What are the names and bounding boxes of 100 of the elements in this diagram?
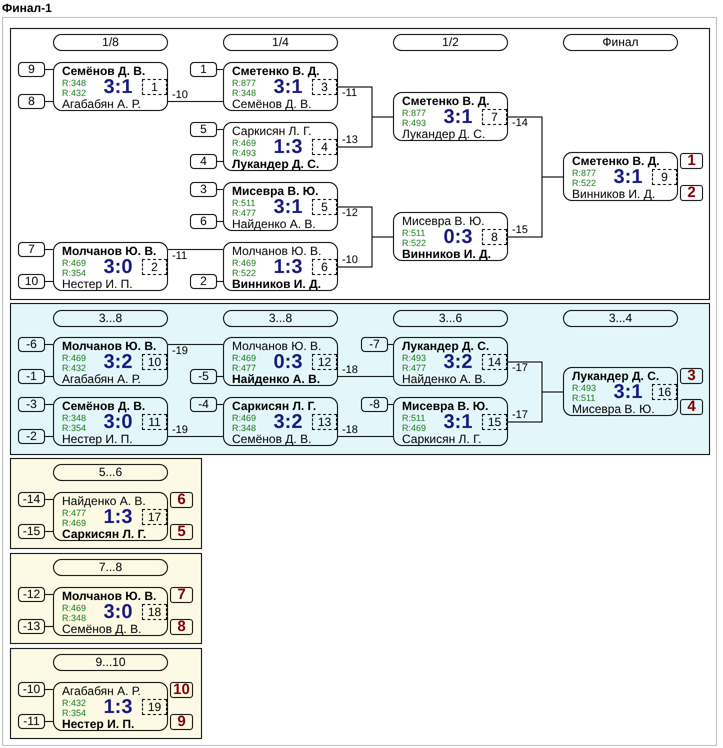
match-score: 3:1 [614,381,642,404]
match-card [223,397,338,446]
match-score: 3:0 [102,256,134,279]
match-score: 0:3 [444,226,474,249]
match-number-box: 13 [312,414,337,430]
player-name: Семёнов Д. В. [62,399,146,413]
bracket-line [44,344,54,345]
match-number-box: 18 [142,604,167,620]
round-header: 7...8 [53,559,168,576]
bracket-line [44,376,54,377]
player-name: Молчанов Ю. В. [62,589,156,603]
match-number-box: 19 [142,699,167,715]
player-name: Лукандер Д. С. [232,157,320,171]
bracket-line [216,376,224,377]
bracket-line [44,689,54,690]
seed-box: -8 [361,397,388,412]
match-number-box: 17 [142,509,167,525]
place-box: 2 [680,185,703,201]
bracket-line [44,101,54,102]
round-header: 3...8 [53,310,168,327]
match-card [53,62,168,111]
bracket-line [338,116,394,148]
match-score: 3:1 [102,76,134,99]
match-number-box: 15 [482,414,507,430]
match-score: 1:3 [102,696,134,719]
player-name: Лукандер Д. С. [402,339,490,353]
player-rating: R:522 [572,178,596,188]
player-rating: R:477 [62,508,86,518]
seed-box: 4 [190,154,217,169]
player-name: Лукандер Д. С. [572,369,660,383]
place-box: 6 [170,492,193,508]
player-rating: R:354 [62,268,86,278]
player-rating: R:469 [232,353,256,363]
round-header: 5...6 [53,464,168,481]
match-score: 3:1 [272,76,304,99]
bracket-line [44,281,54,282]
match-number-box: 6 [312,259,337,275]
bracket-line [216,404,224,405]
player-name: Семёнов Д. В. [62,64,146,78]
seed-box: -10 [18,682,45,697]
player-rating: R:511 [402,228,426,238]
player-name: Молчанов Ю. В. [62,244,156,258]
player-name: Саркисян Л. Г. [232,124,312,138]
bracket-line [44,626,54,627]
player-rating: R:354 [62,708,86,718]
bracket-line [508,392,564,422]
round-header: 3...4 [563,310,678,327]
bracket-line [338,236,394,268]
seed-box: -6 [18,337,45,352]
place-box: 9 [170,714,193,730]
player-rating: R:469 [232,138,256,148]
seed-box: 2 [190,274,217,289]
seed-box: -3 [18,397,45,412]
match-score: 3:2 [444,351,472,374]
match-card [223,182,338,231]
player-rating: R:511 [232,198,256,208]
match-number-box: 9 [652,169,677,185]
player-rating: R:477 [402,363,426,373]
match-card [53,682,168,731]
match-number-box: 4 [312,139,337,155]
player-name: Мисевра В. Ю. [232,184,318,198]
player-name: Винников И. Д. [402,247,491,261]
match-score: 3:1 [612,166,644,189]
player-name: Найденко А. В. [62,494,146,508]
match-card [53,492,168,541]
bracket-line [44,404,54,405]
player-name: Семёнов Д. В. [62,622,142,636]
bracket-line [388,344,394,345]
round-header: 9...10 [53,654,168,671]
player-name: Сметенко В. Д. [402,94,490,108]
player-name: Нестер И. П. [62,432,133,446]
player-rating: R:511 [402,413,426,423]
bracket-line [168,101,224,102]
seed-box: -15 [18,524,45,539]
player-rating: R:432 [62,88,86,98]
player-rating: R:348 [62,78,86,88]
bracket-panel [10,648,202,739]
match-card [223,242,338,291]
player-rating: R:522 [232,268,256,278]
bracket-panel [10,458,202,549]
player-rating: R:348 [62,413,86,423]
match-score: 1:3 [272,256,304,279]
place-box: 5 [170,524,193,540]
player-name: Найденко А. В. [232,372,320,386]
page-title: Финал-1 [2,1,52,15]
player-rating: R:511 [572,393,596,403]
match-number-box: 12 [312,354,337,370]
loser-destination: -14 [512,118,528,129]
player-rating: R:469 [62,603,86,613]
match-card [53,397,168,446]
bracket-panel [10,303,710,455]
match-score: 3:1 [444,411,474,434]
match-card [53,242,168,291]
player-name: Молчанов Ю. В. [62,339,156,353]
loser-destination: -10 [172,90,188,100]
player-name: Винников И. Д. [572,187,656,201]
loser-destination: -18 [342,424,358,436]
bracket-line [44,594,54,595]
player-rating: R:348 [232,423,256,433]
bracket-line [216,69,224,70]
